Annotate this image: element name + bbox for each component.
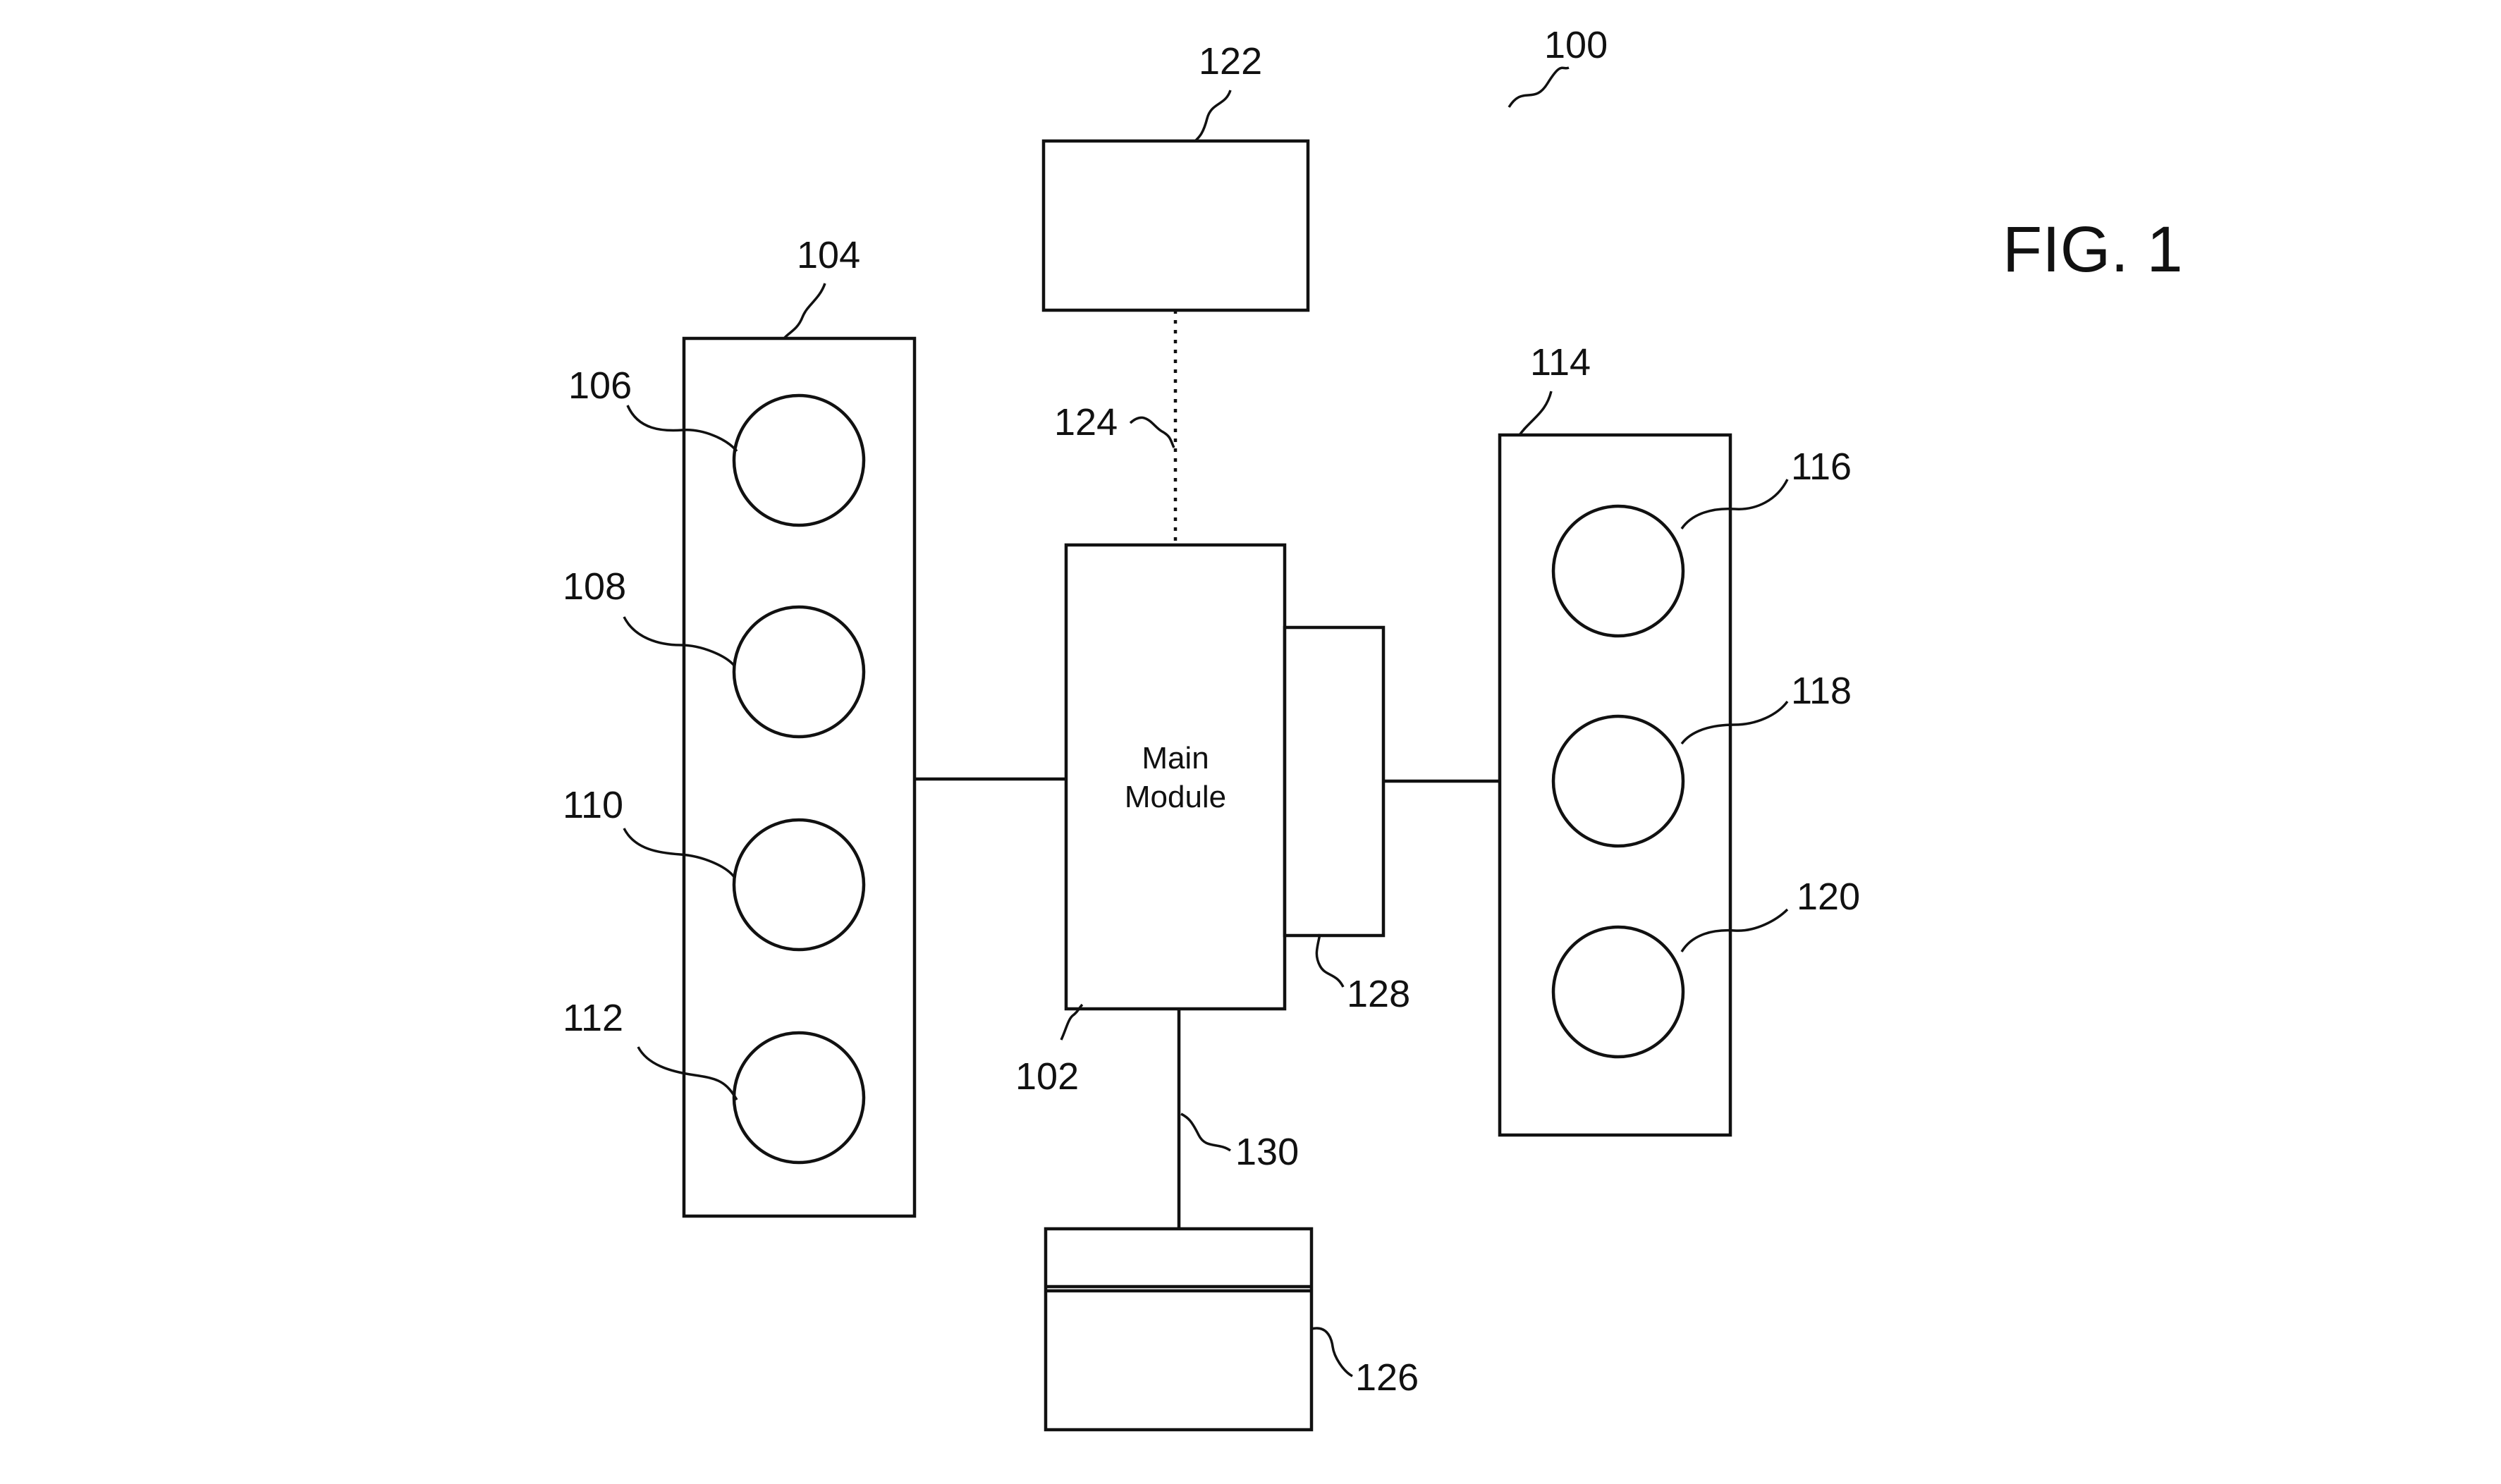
right-element-circle bbox=[1551, 925, 1685, 1059]
left-element-circle bbox=[732, 605, 866, 739]
leader-116 bbox=[1680, 479, 1789, 530]
ref-label-112: 112 bbox=[563, 997, 623, 1039]
ref-label-118: 118 bbox=[1791, 670, 1852, 712]
side-block bbox=[1283, 625, 1386, 938]
leader-126 bbox=[1311, 1327, 1353, 1378]
leader-118 bbox=[1680, 700, 1789, 745]
leader-102 bbox=[1060, 1003, 1084, 1041]
leader-124 bbox=[1129, 416, 1175, 448]
leader-120 bbox=[1680, 908, 1789, 952]
ref-label-122: 122 bbox=[1199, 40, 1262, 82]
ref-label-102: 102 bbox=[1015, 1055, 1079, 1098]
leader-106 bbox=[626, 405, 738, 453]
leader-122 bbox=[1194, 90, 1232, 142]
figure-label: FIG. 1 bbox=[2002, 214, 2183, 286]
leader-110 bbox=[623, 828, 736, 879]
ref-label-108: 108 bbox=[563, 565, 626, 608]
leader-114 bbox=[1518, 391, 1553, 436]
leader-130 bbox=[1180, 1112, 1232, 1152]
ref-label-130: 130 bbox=[1235, 1131, 1299, 1173]
ref-label-106: 106 bbox=[568, 364, 632, 407]
top-box bbox=[1041, 139, 1310, 312]
ref-label-100: 100 bbox=[1544, 24, 1608, 66]
main-module bbox=[1064, 543, 1287, 1011]
ref-label-120: 120 bbox=[1797, 876, 1860, 918]
left-element-circle bbox=[732, 393, 866, 527]
ref-label-128: 128 bbox=[1347, 973, 1410, 1015]
main-module-label-line1: Main bbox=[1142, 741, 1209, 775]
main-module-label-line2: Module bbox=[1125, 780, 1226, 814]
leader-108 bbox=[623, 616, 736, 668]
leader-112 bbox=[637, 1046, 738, 1100]
right-element-circle bbox=[1551, 714, 1685, 848]
leader-104 bbox=[783, 283, 826, 340]
ref-label-126: 126 bbox=[1355, 1356, 1419, 1399]
left-element-circle bbox=[732, 1031, 866, 1165]
ref-label-110: 110 bbox=[563, 784, 623, 826]
ref-label-114: 114 bbox=[1530, 341, 1591, 384]
right-element-circle bbox=[1551, 504, 1685, 638]
ref-label-104: 104 bbox=[797, 234, 860, 276]
ref-label-124: 124 bbox=[1054, 401, 1118, 443]
leader-100 bbox=[1508, 66, 1570, 108]
ref-label-116: 116 bbox=[1791, 446, 1852, 488]
bottom-box bbox=[1044, 1227, 1314, 1432]
leader-128 bbox=[1315, 933, 1345, 988]
left-element-circle bbox=[732, 818, 866, 952]
